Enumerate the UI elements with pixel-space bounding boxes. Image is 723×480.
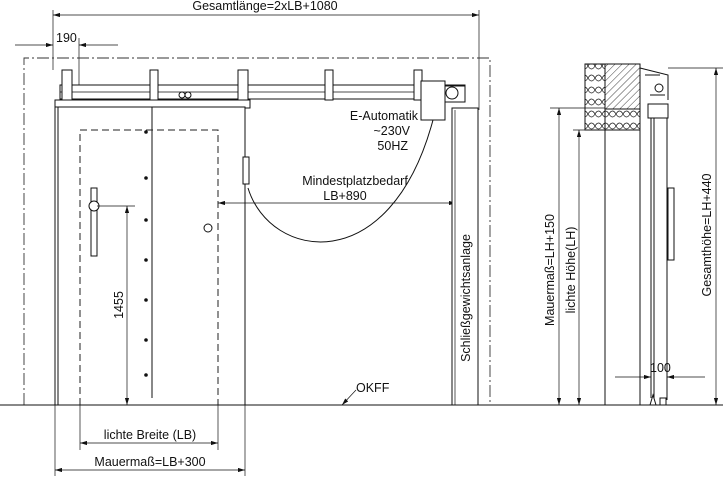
wall-height-label: Mauermaß=LH+150	[543, 214, 557, 326]
floor-label: OKFF	[356, 381, 390, 395]
counterweight-column: Schließgewichtsanlage	[451, 107, 479, 406]
sliding-door	[54, 106, 250, 406]
wall-width-dimension: Mauermaß=LB+300	[54, 405, 246, 476]
door-knob	[203, 223, 213, 233]
clear-width-label: lichte Breite (LB)	[104, 428, 196, 442]
wall-outline	[23, 57, 491, 405]
wall-height-dimension: Mauermaß=LH+150	[543, 107, 605, 405]
door-handle	[90, 187, 98, 257]
total-length-dimension: Gesamtlänge=2xLB+1080	[52, 0, 480, 110]
clear-width-dimension: lichte Breite (LB)	[79, 405, 219, 450]
motor-label: E-Automatik	[350, 109, 419, 123]
motor-voltage: ~230V	[374, 124, 411, 138]
offset-190-dimension: 190	[15, 31, 118, 130]
min-space-value: LB+890	[323, 189, 366, 203]
motor-unit	[420, 80, 466, 121]
total-height-label: Gesamthöhe=LH+440	[700, 173, 714, 296]
depth-100-label: 100	[650, 361, 671, 375]
side-view	[540, 63, 723, 406]
min-space-label: Mindestplatzbedarf	[302, 174, 408, 188]
total-length-label: Gesamtlänge=2xLB+1080	[192, 0, 337, 13]
wall-width-label: Mauermaß=LB+300	[94, 455, 205, 469]
track-rail	[54, 69, 466, 109]
handle-height-dimension: 1455	[97, 205, 135, 405]
door-lock	[242, 156, 250, 185]
counterweight-label: Schließgewichtsanlage	[459, 234, 473, 362]
cable-arc	[247, 119, 434, 243]
total-height-dimension: Gesamthöhe=LH+440	[668, 67, 723, 405]
clear-height-label: lichte Höhe(LH)	[564, 227, 578, 314]
min-space-dimension: Mindestplatzbedarf LB+890	[218, 174, 456, 206]
clear-height-dimension: lichte Höhe(LH)	[564, 129, 605, 405]
handle-height-label: 1455	[112, 291, 126, 319]
motor-frequency: 50HZ	[377, 139, 408, 153]
offset-190-label: 190	[56, 31, 77, 45]
depth-100-dimension: 100	[615, 361, 705, 380]
